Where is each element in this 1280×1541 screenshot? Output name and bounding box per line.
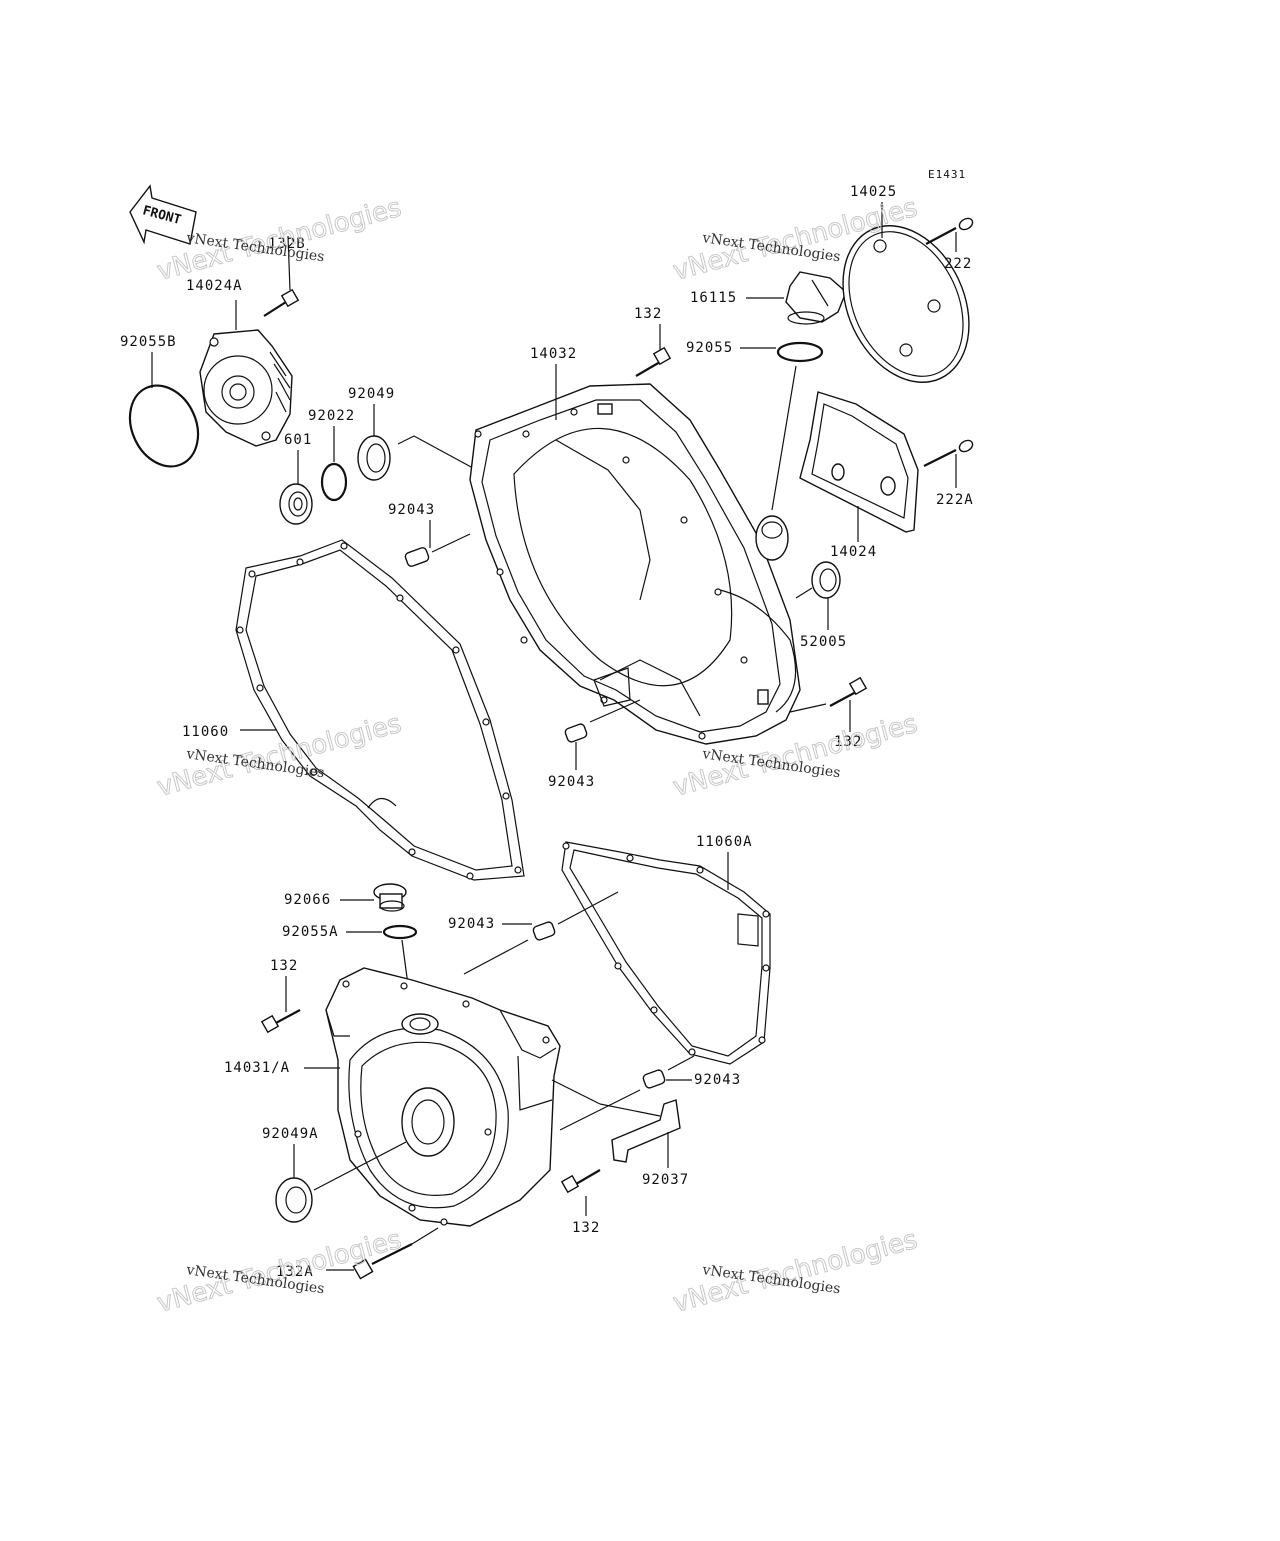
label-92022: 92022	[308, 408, 355, 424]
o-ring-92055A	[382, 924, 418, 940]
seal-52005	[811, 561, 841, 599]
label-132-left: 132	[270, 958, 298, 974]
bolt-132-left	[260, 1009, 301, 1034]
bolt-132-bottom	[560, 1169, 601, 1194]
label-92043-d: 92043	[694, 1072, 741, 1088]
label-132-right: 132	[834, 734, 862, 750]
label-14024A: 14024A	[186, 278, 243, 294]
label-92049: 92049	[348, 386, 395, 402]
ring-92022	[320, 462, 348, 502]
cap-16115	[785, 271, 847, 325]
dowel-92043-a	[404, 547, 430, 567]
generator-cover-14031A	[325, 967, 561, 1227]
label-14025: 14025	[850, 184, 897, 200]
label-92055A: 92055A	[282, 924, 339, 940]
dowel-92043-d	[642, 1069, 666, 1089]
label-132B: 132B	[268, 236, 306, 252]
bolt-132A	[352, 1243, 413, 1280]
bolt-132-top	[635, 346, 672, 377]
label-14024: 14024	[830, 544, 877, 560]
label-222: 222	[944, 256, 972, 272]
dowel-92043-c	[532, 921, 556, 941]
diagram-code: E1431	[928, 168, 966, 181]
label-132-top: 132	[634, 306, 662, 322]
o-ring-92055B	[128, 384, 200, 468]
label-92043-c: 92043	[448, 916, 495, 932]
label-92043-a: 92043	[388, 502, 435, 518]
label-92055B: 92055B	[120, 334, 177, 350]
screw-222A	[923, 439, 974, 467]
label-11060A: 11060A	[696, 834, 753, 850]
seal-92049A	[275, 1177, 313, 1223]
label-92049A: 92049A	[262, 1126, 319, 1142]
label-92037: 92037	[642, 1172, 689, 1188]
bolt-132B	[263, 288, 300, 317]
label-14032: 14032	[530, 346, 577, 362]
front-arrow-icon: FRONT	[129, 184, 197, 245]
o-ring-92055	[776, 341, 824, 363]
water-pump-cover-14024A	[199, 329, 293, 447]
label-92055: 92055	[686, 340, 733, 356]
cover-14024	[799, 391, 919, 533]
label-92066: 92066	[284, 892, 331, 908]
screw-222	[925, 217, 974, 245]
bearing-601	[279, 483, 313, 525]
bracket-92037	[599, 1099, 681, 1163]
watermark-bottom-right: vNext Technologies vNext Technologies	[670, 1224, 921, 1319]
watermark-mid-left: vNext Technologies vNext Technologies	[154, 708, 405, 803]
label-601: 601	[284, 432, 312, 448]
label-132A: 132A	[276, 1264, 314, 1280]
seal-92049	[357, 435, 391, 481]
label-16115: 16115	[690, 290, 737, 306]
watermark-top-left: vNext Technologies vNext Technologies	[154, 192, 405, 287]
cover-plate-14025	[842, 225, 970, 383]
label-92043-b: 92043	[548, 774, 595, 790]
gasket-11060A	[561, 841, 771, 1065]
label-222A: 222A	[936, 492, 974, 508]
label-52005: 52005	[800, 634, 847, 650]
bolt-132-right	[829, 676, 868, 707]
plug-92066	[373, 883, 407, 912]
gasket-11060	[235, 539, 525, 881]
dowel-92043-b	[564, 723, 588, 743]
label-132-bottom: 132	[572, 1220, 600, 1236]
clutch-cover-14032	[469, 383, 801, 745]
label-11060: 11060	[182, 724, 229, 740]
label-14031A: 14031/A	[224, 1060, 290, 1076]
